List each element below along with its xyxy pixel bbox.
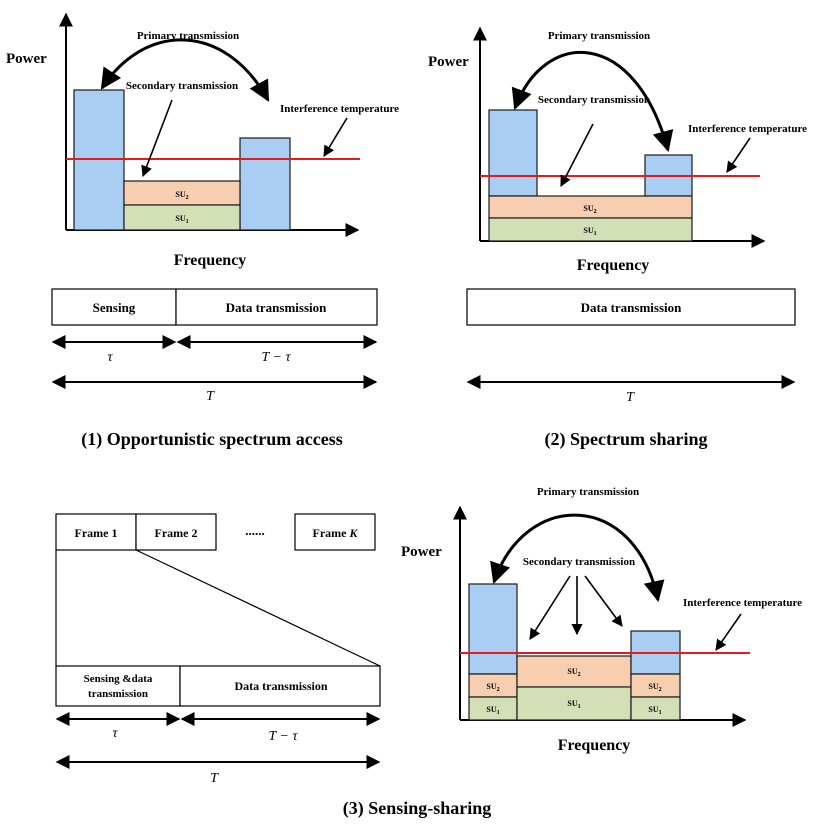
su1-label: SU1: [648, 705, 661, 716]
su2-block: [516, 655, 632, 688]
secondary-transmission-arrow: [141, 99, 173, 178]
su1-label: SU1: [583, 226, 596, 237]
interference-pointer-arrow: [323, 117, 348, 157]
panel-title: (2) Spectrum sharing: [545, 429, 708, 450]
panel-sensing-sharing: Frame 1 Frame 2 ...... Frame K Sensing &…: [55, 486, 802, 819]
secondary-transmission-arrow: [584, 575, 623, 627]
primary-user-band: [468, 583, 518, 675]
primary-transmission-arrow: [100, 38, 270, 102]
data-transmission-slot-label: Data transmission: [226, 300, 328, 315]
su2-label: SU2: [175, 190, 188, 201]
primary-transmission-arrow: [490, 513, 665, 603]
panel-title: (1) Opportunistic spectrum access: [81, 429, 342, 450]
frames-ellipsis: ......: [245, 523, 265, 538]
t-minus-tau-label: T − τ: [269, 729, 299, 744]
secondary-transmission-arrow: [560, 123, 594, 187]
frame-duration-label: T: [206, 389, 215, 404]
sensing-data-slot-label-line1: Sensing &data: [84, 673, 153, 685]
tau-label: τ: [107, 350, 113, 365]
frame-2-box: [135, 513, 217, 551]
frame-2-label: Frame 2: [155, 526, 198, 540]
power-axis-label: Power: [428, 54, 469, 70]
frame-k-label: Frame K: [313, 526, 359, 540]
zoom-line-right: [135, 549, 381, 667]
secondary-transmission-arrow: [529, 575, 571, 640]
frequency-axis-label: Frequency: [558, 737, 631, 754]
frame-1-label: Frame 1: [75, 526, 118, 540]
interference-temperature-label: Interference temperature: [683, 597, 802, 609]
su1-label: SU1: [567, 699, 580, 710]
secondary-transmission-label: Secondary transmission: [538, 94, 650, 106]
frame-duration-label: T: [210, 771, 219, 786]
su2-block: [123, 180, 241, 206]
sensing-slot-label: Sensing: [93, 300, 136, 315]
su2-label: SU2: [648, 682, 661, 693]
data-transmission-slot: [175, 288, 378, 326]
tau-label: τ: [112, 726, 118, 741]
primary-user-band: [488, 109, 538, 197]
interference-temperature-label: Interference temperature: [688, 123, 807, 135]
primary-transmission-arrow: [511, 50, 674, 153]
su2-label: SU2: [583, 204, 596, 215]
primary-transmission-label: Primary transmission: [537, 486, 639, 498]
power-axis-label: Power: [6, 51, 47, 67]
sensing-data-slot: [55, 665, 181, 707]
interference-pointer-arrow: [726, 137, 751, 173]
t-minus-tau-label: T − τ: [262, 350, 292, 365]
su1-block: [630, 696, 681, 721]
frequency-axis-label: Frequency: [577, 257, 650, 274]
su2-label: SU2: [567, 667, 580, 678]
panel-spectrum-sharing: Power Frequency SU2 SU1 Primary transmis…: [428, 26, 807, 450]
frequency-axis-label: Frequency: [174, 252, 247, 269]
sensing-data-slot-label-line2: transmission: [88, 688, 148, 700]
su1-block: [516, 686, 632, 721]
su1-label: SU1: [175, 214, 188, 225]
panel-title: (3) Sensing-sharing: [343, 798, 492, 819]
data-transmission-slot: [466, 288, 796, 326]
frame-duration-label: T: [626, 390, 635, 405]
su1-block: [488, 217, 693, 242]
data-transmission-slot-label: Data transmission: [234, 679, 327, 693]
panel-opportunistic-spectrum-access: Power Frequency SU2 SU1 Primary transmis…: [6, 12, 399, 450]
primary-transmission-label: Primary transmission: [137, 30, 239, 42]
su2-label: SU2: [486, 682, 499, 693]
interference-pointer-arrow: [715, 613, 742, 651]
secondary-transmission-label: Secondary transmission: [126, 80, 238, 92]
primary-user-band: [239, 137, 291, 231]
primary-transmission-label: Primary transmission: [548, 30, 650, 42]
data-transmission-slot-label: Data transmission: [581, 300, 683, 315]
interference-temperature-label: Interference temperature: [280, 103, 399, 115]
power-axis-label: Power: [401, 544, 442, 560]
frame-1-box: [55, 513, 137, 551]
data-transmission-slot: [179, 665, 381, 707]
frame-k-box: [294, 513, 376, 551]
su1-block: [123, 204, 241, 231]
su1-label: SU1: [486, 705, 499, 716]
secondary-transmission-label: Secondary transmission: [523, 556, 635, 568]
